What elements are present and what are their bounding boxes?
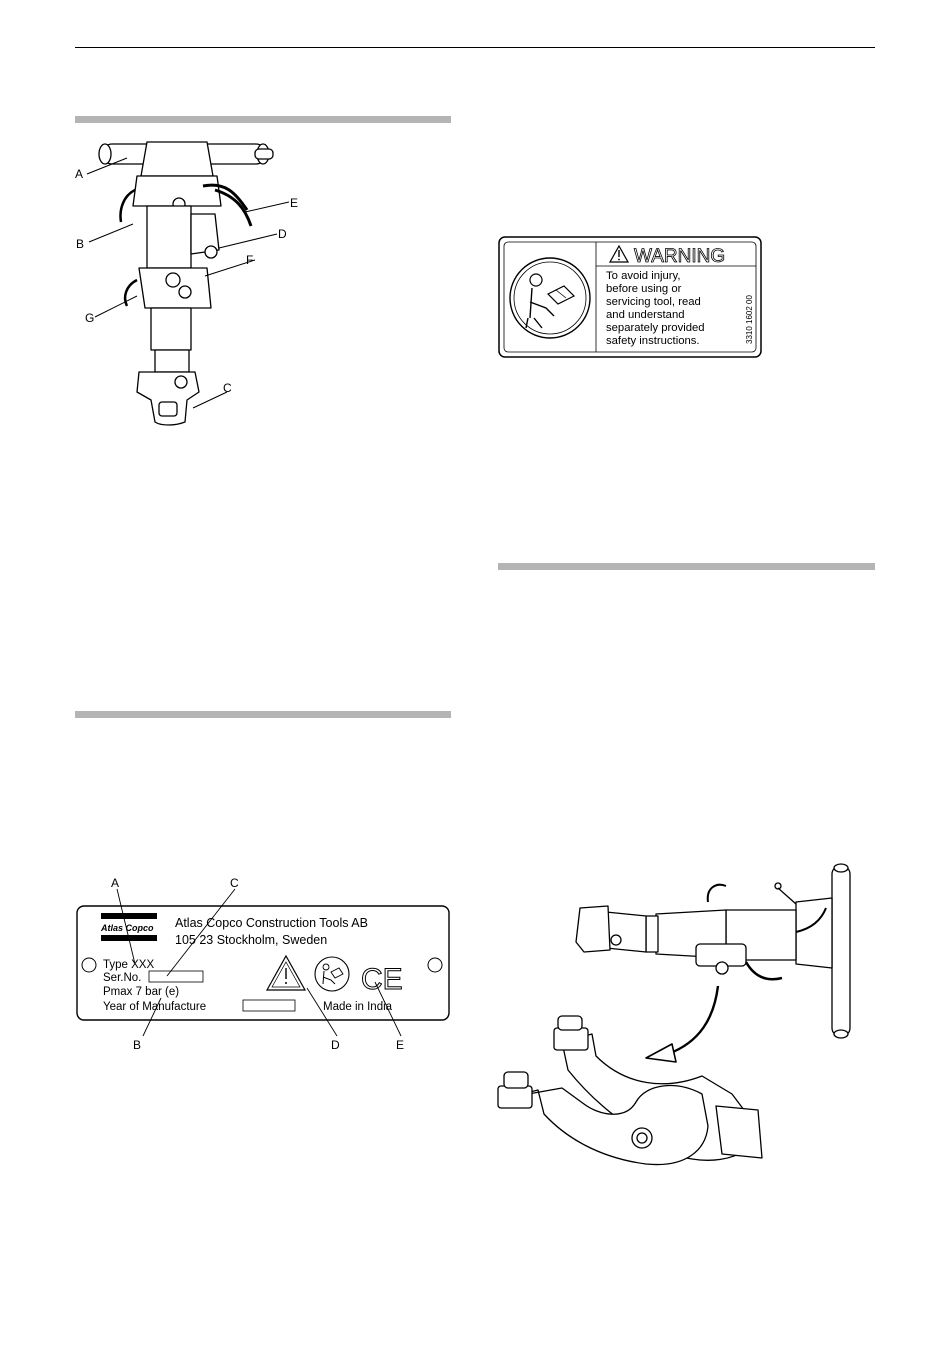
warning-line-3: servicing tool, read [606, 296, 701, 308]
hammer-callout-d: D [278, 227, 287, 241]
company-line-1: Atlas Copco Construction Tools AB [175, 916, 368, 930]
warning-line-5: separately provided [606, 322, 705, 334]
hammer-callout-f: F [246, 253, 253, 267]
plate-callout-c: C [230, 876, 239, 890]
type-label: Type XXX [103, 959, 154, 971]
warning-part-number: 3310 1602 00 [745, 295, 754, 344]
ce-mark: CE [361, 963, 403, 996]
warning-line-4: and understand [606, 309, 685, 321]
section-bar-parts [75, 116, 451, 123]
retainer-change-figure [496, 858, 866, 1198]
warning-line-2: before using or [606, 283, 682, 295]
warning-line-6: safety instructions. [606, 335, 700, 347]
warning-label: WARNING To avoid injury, before using or… [498, 236, 762, 358]
made-in-label: Made in India [323, 1001, 393, 1013]
serial-box [149, 971, 203, 982]
hammer-callout-e: E [290, 196, 298, 210]
hammer-callout-a: A [75, 167, 83, 181]
hammer-callout-g: G [85, 311, 94, 325]
hammer-callout-b: B [76, 237, 84, 251]
header-rule [75, 47, 875, 48]
plate-callout-a: A [111, 876, 119, 890]
warning-heading: WARNING [634, 246, 725, 267]
hammer-callout-c: C [223, 381, 232, 395]
plate-callout-b: B [133, 1038, 141, 1052]
plate-callout-e: E [396, 1038, 404, 1052]
serial-label: Ser.No. [103, 972, 141, 984]
section-bar-data-plate [75, 711, 451, 718]
section-bar-transport [498, 563, 875, 570]
plate-callout-d: D [331, 1038, 340, 1052]
warning-line-1: To avoid injury, [606, 270, 681, 282]
company-line-2: 105 23 Stockholm, Sweden [175, 933, 327, 947]
pmax-label: Pmax 7 bar (e) [103, 986, 179, 998]
hammer-parts-figure: A B C D E F G [75, 130, 315, 440]
year-box [243, 1000, 295, 1011]
data-plate-figure: Atlas Copco Atlas Copco Construction Too… [75, 876, 455, 1054]
